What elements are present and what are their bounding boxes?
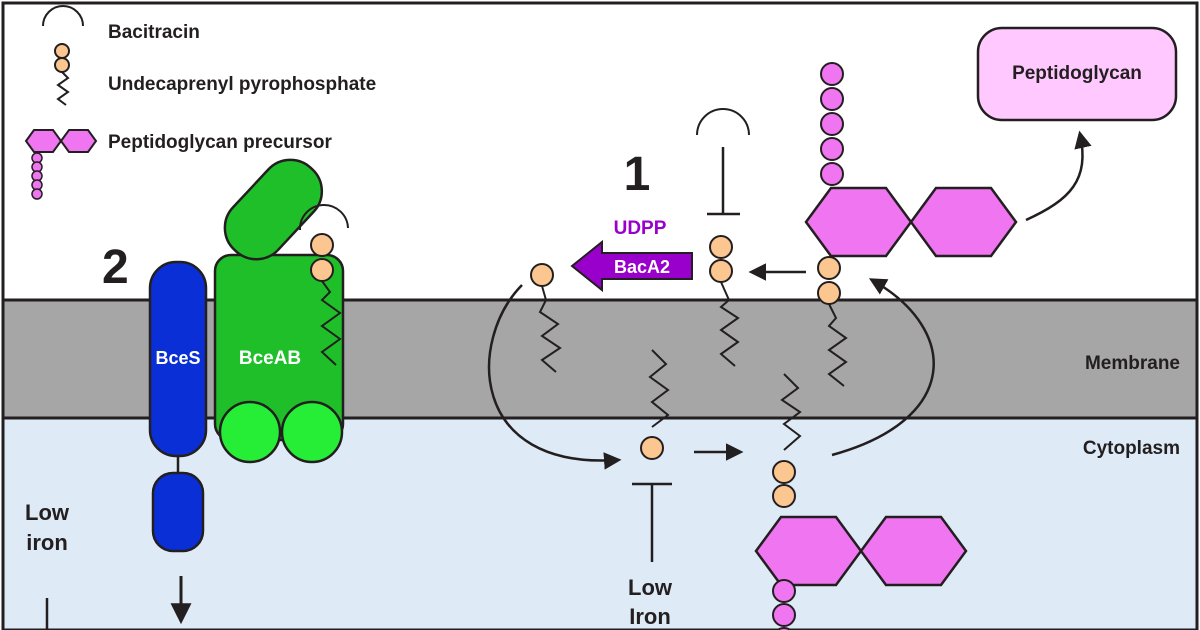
legend: Bacitracin Undecaprenyl pyrophosphate Pe…: [24, 5, 376, 200]
membrane-label: Membrane: [1085, 353, 1180, 374]
bceab-label: BceAB: [239, 348, 301, 369]
udpp-label: UDPP: [614, 218, 667, 239]
low-iron-left-line2: iron: [26, 530, 68, 555]
bacitracin-inhibition: [696, 108, 750, 216]
bceab-transporter: [213, 158, 345, 464]
peptidoglycan-box: [976, 26, 1178, 122]
lipid-ii-cytoplasmic: [754, 373, 968, 630]
lipid-ii-outer: [804, 62, 1018, 387]
step-1-label: 1: [624, 148, 651, 201]
undecaprenyl-p-inner: [640, 349, 670, 460]
bceab-bound-substrate: [298, 204, 349, 366]
legend-bacitracin-icon: [42, 5, 84, 27]
arrow-flip-to-cytoplasm: [487, 284, 622, 470]
legend-bacitracin-label: Bacitracin: [108, 22, 200, 43]
bces-label: BceS: [155, 348, 200, 368]
peptidoglycan-label: Peptidoglycan: [1012, 63, 1142, 84]
baca2-arrow: [570, 239, 693, 293]
undecaprenyl-pp-outer: [709, 235, 740, 367]
legend-undecaprenyl-label: Undecaprenyl pyrophosphate: [108, 74, 376, 95]
legend-precursor-icon: [24, 129, 98, 200]
cytoplasm-label: Cytoplasm: [1083, 438, 1180, 459]
baca2-label: BacA2: [614, 257, 670, 277]
low-iron-inhibition: [632, 482, 672, 562]
low-iron-left-line1: Low: [25, 500, 70, 525]
arrow-flip-to-outside: [831, 278, 935, 457]
low-iron-center-line2: Iron: [629, 604, 671, 629]
bces-protein: [148, 260, 208, 553]
legend-precursor-label: Peptidoglycan precursor: [108, 132, 332, 153]
arrow-to-peptidoglycan: [1025, 130, 1092, 222]
step-2-label: 2: [102, 241, 129, 294]
undecaprenyl-p-outer: [530, 263, 562, 373]
legend-undecaprenyl-icon: [54, 43, 70, 106]
low-iron-center-line1: Low: [628, 575, 673, 600]
